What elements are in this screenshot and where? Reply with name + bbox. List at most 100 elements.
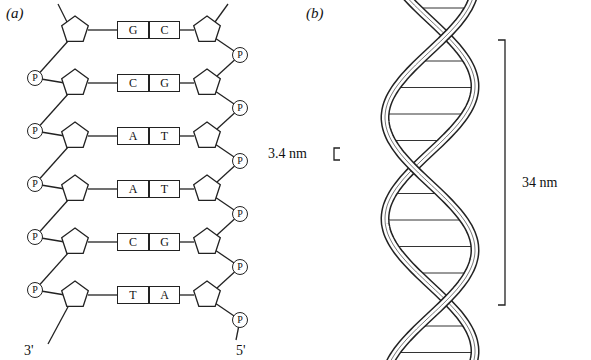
phosphate-circle: P	[232, 259, 248, 275]
helix-strand	[385, 0, 475, 360]
phosphate-label: P	[237, 209, 243, 219]
phosphate-circle: P	[27, 70, 43, 86]
base-pair-rung	[420, 326, 468, 327]
base-box: T	[149, 127, 180, 145]
phosphate-circle: P	[232, 312, 248, 328]
base-letter: T	[161, 183, 168, 195]
glycosidic-bond	[180, 294, 194, 295]
phosphate-label: P	[32, 285, 38, 295]
base-box: C	[117, 233, 149, 251]
phosphate-circle: P	[232, 47, 248, 63]
base-box: T	[117, 286, 149, 304]
base-pair-rung	[393, 193, 441, 194]
backbone-line	[58, 4, 67, 22]
glycosidic-bond	[88, 135, 117, 136]
base-pair-rung	[396, 352, 475, 353]
strand-end-label: 3'	[24, 344, 34, 358]
sugar-pentagon	[194, 228, 221, 253]
phosphate-circle: P	[27, 176, 43, 192]
phosphate-circle: P	[232, 206, 248, 222]
base-letter: G	[160, 236, 169, 248]
phosphate-label: P	[32, 179, 38, 189]
base-pair-rung	[417, 273, 468, 274]
phosphate-circle: P	[27, 282, 43, 298]
base-box: T	[149, 180, 180, 198]
phosphate-circle: P	[27, 123, 43, 139]
glycosidic-bond	[180, 135, 194, 136]
base-pair-rung	[385, 114, 465, 115]
base-box: A	[149, 286, 180, 304]
base-box: G	[149, 233, 180, 251]
phosphate-circle: P	[27, 229, 43, 245]
sugar-pentagon	[62, 228, 89, 253]
phosphate-label: P	[237, 103, 243, 113]
sugar-pentagon	[62, 69, 89, 94]
base-letter: A	[129, 183, 138, 195]
dimension-bracket	[498, 40, 505, 305]
base-box: G	[117, 21, 149, 39]
base-box: A	[117, 180, 149, 198]
strand-end-label: 5'	[236, 344, 246, 358]
sugar-pentagon	[194, 122, 221, 147]
phosphate-circle: P	[232, 153, 248, 169]
glycosidic-bond	[88, 29, 117, 30]
glycosidic-bond	[180, 241, 194, 242]
helix-strand	[385, 0, 475, 360]
helix-strand	[385, 0, 475, 360]
base-pair-rung	[385, 220, 464, 221]
glycosidic-bond	[88, 241, 117, 242]
base-box: C	[117, 74, 149, 92]
base-letter: C	[160, 24, 168, 36]
sugar-pentagon	[194, 281, 221, 306]
base-pair-rung	[394, 246, 474, 247]
phosphate-label: P	[32, 232, 38, 242]
base-letter: A	[160, 289, 169, 301]
base-letter: G	[160, 77, 169, 89]
helix-strand	[385, 0, 475, 360]
glycosidic-bond	[180, 29, 194, 30]
sugar-pentagon	[62, 122, 89, 147]
panel-label: (a)	[6, 6, 24, 21]
phosphate-label: P	[237, 156, 243, 166]
base-box: C	[149, 21, 180, 39]
base-letter: G	[129, 24, 138, 36]
phosphate-label: P	[32, 73, 38, 83]
glycosidic-bond	[88, 294, 117, 295]
base-pair-rung	[420, 61, 468, 62]
dimension-label: 34 nm	[522, 176, 557, 190]
sugar-pentagon	[194, 16, 221, 41]
base-pair-rung	[392, 140, 443, 141]
base-letter: A	[129, 130, 138, 142]
phosphate-label: P	[237, 315, 243, 325]
base-pair-rung	[396, 87, 475, 88]
sugar-pentagon	[194, 175, 221, 200]
helix-strand	[385, 0, 475, 360]
glycosidic-bond	[88, 188, 117, 189]
phosphate-label: P	[237, 262, 243, 272]
glycosidic-bond	[88, 82, 117, 83]
sugar-pentagon	[62, 175, 89, 200]
base-box: G	[149, 74, 180, 92]
base-pair-rung	[417, 8, 468, 9]
phosphate-label: P	[237, 50, 243, 60]
backbone-line	[215, 4, 228, 22]
glycosidic-bond	[180, 188, 194, 189]
dimension-bracket	[334, 148, 340, 160]
sugar-pentagon	[194, 69, 221, 94]
phosphate-circle: P	[232, 100, 248, 116]
base-letter: T	[161, 130, 168, 142]
helix-strand	[385, 0, 475, 360]
glycosidic-bond	[180, 82, 194, 83]
base-letter: C	[129, 236, 137, 248]
base-letter: C	[129, 77, 137, 89]
base-box: A	[117, 127, 149, 145]
dimension-label: 3.4 nm	[268, 147, 307, 161]
sugar-pentagon	[62, 16, 89, 41]
base-letter: T	[129, 289, 136, 301]
backbone-line	[48, 305, 69, 344]
sugar-pentagon	[62, 281, 89, 306]
phosphate-label: P	[32, 126, 38, 136]
